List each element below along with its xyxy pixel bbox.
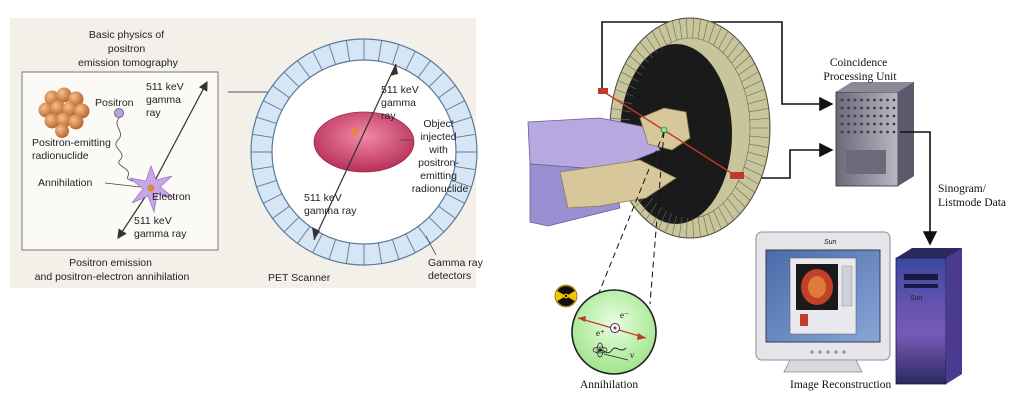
injected-object xyxy=(313,111,415,173)
scanner-gamma-line xyxy=(313,63,397,241)
positron-path xyxy=(115,117,147,187)
coincidence-beam-line xyxy=(603,91,737,177)
scanner-gamma-bottom-label: 511 keV gamma ray xyxy=(304,192,357,217)
pet-scanner-caption: PET Scanner xyxy=(268,272,331,284)
scanner-gamma-top-label: 511 keV gamma ray xyxy=(381,84,422,122)
sinogram-label: Sinogram/ Listmode Data xyxy=(938,183,1006,209)
right-panel: e⁻ e⁺ ν Annihilation Coincidence Process… xyxy=(527,17,1006,391)
annihilation-label: Annihilation xyxy=(38,177,92,189)
neutrino-symbol: ν xyxy=(630,350,634,360)
object-label: Object injected with positron- emitting … xyxy=(412,118,469,195)
physics-box xyxy=(21,71,219,251)
reconstruction-caption: Image Reconstruction xyxy=(790,379,891,391)
detectors-leader-line xyxy=(425,235,437,256)
monitor-brand-logo: Sun xyxy=(824,239,837,246)
signal-wire-bottom xyxy=(742,142,834,179)
zoom-line-right xyxy=(649,131,665,305)
radiation-hazard-icon xyxy=(554,284,578,308)
physics-caption: Positron emission and positron-electron … xyxy=(35,257,190,283)
nucleus-cluster xyxy=(38,87,90,138)
scanner-annihilation-point xyxy=(351,128,359,136)
positron-particle xyxy=(114,108,124,118)
gamma-ray-up-arrow xyxy=(150,80,208,189)
gamma-top-label: 511 keV gamma ray xyxy=(146,81,187,119)
signal-wire-top xyxy=(601,21,834,112)
patient-body xyxy=(527,107,691,227)
data-wire xyxy=(900,131,938,246)
annihilation-inset: e⁻ e⁺ ν xyxy=(571,289,657,375)
processing-unit xyxy=(835,82,914,187)
scanner-gamma-arrow-bottom xyxy=(312,227,320,240)
zoom-line-left xyxy=(591,131,665,311)
annihilation-caption: Annihilation xyxy=(580,379,638,391)
tower-brand-logo: Sun xyxy=(910,295,923,302)
electron-label: Electron xyxy=(152,191,191,203)
annihilation-point xyxy=(147,184,155,192)
workstation-tower: Sun xyxy=(895,248,962,385)
physics-title: Basic physics of positron emission tomog… xyxy=(78,29,179,69)
annihilation-leader-line xyxy=(104,182,141,188)
workstation-monitor: Sun xyxy=(755,231,891,373)
left-panel: Basic physics of positron emission tomog… xyxy=(10,18,486,288)
electron-symbol: e⁻ xyxy=(620,310,629,320)
scanner-gamma-arrow-top xyxy=(390,64,398,76)
cpu-label: Coincidence Processing Unit xyxy=(823,57,897,83)
emitting-radionuclide-label: Positron-emitting radionuclide xyxy=(32,137,114,162)
detectors-label: Gamma ray detectors xyxy=(428,257,486,282)
positron-label: Positron xyxy=(95,97,134,109)
positron-symbol: e⁺ xyxy=(596,328,605,338)
gamma-bottom-label: 511 keV gamma ray xyxy=(134,215,187,240)
